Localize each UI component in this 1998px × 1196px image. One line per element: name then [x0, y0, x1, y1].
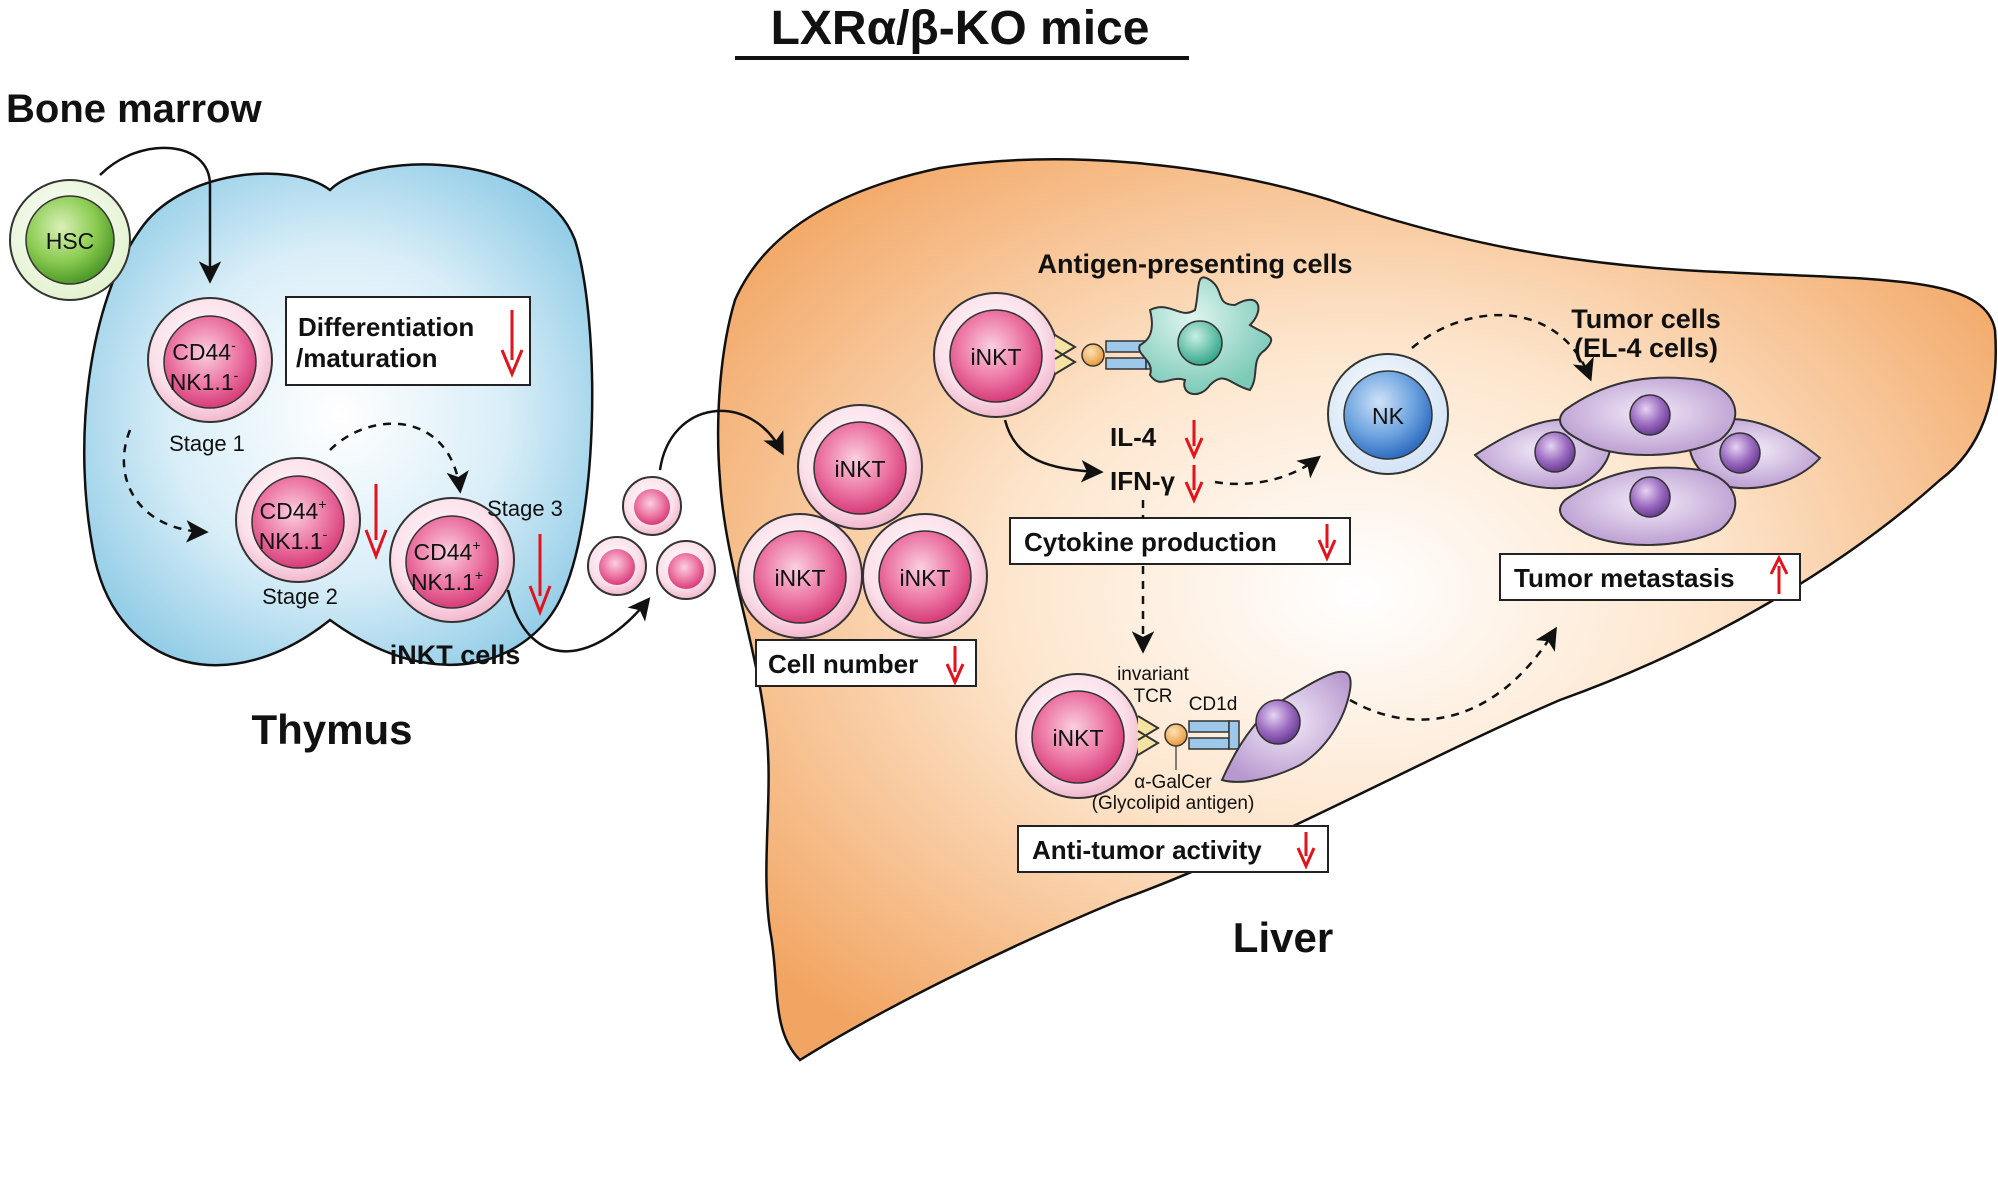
tumor-cells — [1473, 376, 1822, 546]
stage2-marker2: NK1.1 — [259, 528, 323, 554]
arrow-nk-to-tumor — [1411, 313, 1594, 382]
cytokine-box: Cytokine production — [1009, 517, 1351, 565]
svg-text:CD44+: CD44+ — [414, 537, 481, 565]
stage2-marker1: CD44 — [260, 498, 319, 524]
svg-text:NK1.1-: NK1.1- — [259, 526, 328, 554]
liver-label: Liver — [1233, 914, 1333, 961]
stage3-cell: CD44+ NK1.1+ — [389, 497, 515, 623]
inkt-apc-label: iNKT — [970, 344, 1021, 370]
stage2-decrease-arrow — [364, 484, 388, 561]
inkt-cells-label: iNKT cells — [390, 640, 521, 670]
liver-inkt-label-left: iNKT — [774, 565, 825, 591]
liver-inkt-cell-right: iNKT — [862, 513, 988, 639]
diagram-title: LXRα/β-KO mice — [771, 2, 1150, 55]
inkt-tumor-label: iNKT — [1052, 725, 1103, 751]
cell-number-box: Cell number — [755, 639, 977, 687]
arrow-thymus-to-circulation — [506, 589, 651, 653]
stage2-label: Stage 2 — [262, 584, 338, 609]
metastasis-label: Tumor metastasis — [1514, 563, 1735, 593]
hsc-label: HSC — [46, 228, 95, 254]
liver-inkt-cell-top: iNKT — [797, 404, 923, 530]
il4-decrease-arrow — [1184, 420, 1204, 460]
stage1-marker1: CD44 — [172, 339, 231, 365]
liver-inkt-label-right: iNKT — [899, 565, 950, 591]
thymus-organ — [83, 163, 594, 667]
stage1-sup2: - — [234, 367, 239, 383]
arrow-stage2-to-stage3 — [329, 422, 469, 494]
target-tumor-cell — [1220, 670, 1352, 783]
stage2-cell: CD44+ NK1.1- — [235, 457, 361, 583]
stage2-sup2: - — [323, 526, 328, 542]
anti-tumor-box: Anti-tumor activity — [1017, 825, 1329, 873]
stage3-sup2: + — [475, 567, 483, 583]
maturation-label: /maturation — [296, 343, 438, 373]
cell-number-label: Cell number — [768, 649, 918, 679]
stage3-sup1: + — [472, 537, 480, 553]
arrow-activity-to-metastasis — [1349, 626, 1557, 721]
liver-inkt-cell-left: iNKT — [737, 513, 863, 639]
differentiation-box: Differentiation /maturation — [285, 296, 531, 386]
differentiation-label: Differentiation — [298, 312, 474, 342]
stage3-decrease-arrow — [528, 534, 552, 617]
tumor-title-line2: (EL-4 cells) — [1574, 333, 1718, 363]
arrow-hsc-to-thymus — [99, 146, 222, 284]
inkt-tumor-cell: iNKT — [1015, 673, 1141, 799]
tcr-label: TCR — [1133, 686, 1172, 707]
svg-text:CD44+: CD44+ — [260, 496, 327, 524]
tcr-complex-lower — [1137, 715, 1240, 770]
migrating-cells — [587, 476, 716, 600]
arrow-stage1-to-stage2 — [122, 429, 209, 543]
nk-label: NK — [1372, 403, 1405, 429]
galcer-label: α-GalCer — [1134, 772, 1212, 793]
arrow-ifng-to-nk — [1214, 455, 1321, 486]
bone-marrow-label: Bone marrow — [6, 87, 262, 131]
invariant-label: invariant — [1117, 664, 1190, 685]
stage2-sup1: + — [318, 496, 326, 512]
glycolipid-label: (Glycolipid antigen) — [1092, 793, 1255, 814]
stage3-marker2: NK1.1 — [411, 569, 475, 595]
svg-text:NK1.1-: NK1.1- — [170, 367, 239, 395]
liver-inkt-label-top: iNKT — [834, 456, 885, 482]
stage1-marker2: NK1.1 — [170, 369, 234, 395]
stage1-label: Stage 1 — [169, 431, 245, 456]
nk-cell: NK — [1327, 353, 1449, 475]
anti-tumor-label: Anti-tumor activity — [1032, 835, 1262, 865]
thymus-label: Thymus — [251, 706, 412, 753]
stage1-cell: CD44- NK1.1- — [147, 297, 273, 423]
ifng-decrease-arrow — [1184, 465, 1204, 504]
metastasis-box: Tumor metastasis — [1499, 553, 1801, 601]
svg-text:CD44-: CD44- — [172, 337, 236, 365]
cytokine-label: Cytokine production — [1024, 527, 1277, 557]
svg-text:NK1.1+: NK1.1+ — [411, 567, 483, 595]
stage3-marker1: CD44 — [414, 539, 473, 565]
inkt-apc-cell: iNKT — [933, 292, 1059, 418]
tumor-title-line1: Tumor cells — [1571, 304, 1721, 334]
cd1d-label: CD1d — [1189, 694, 1238, 715]
antigen-presenting-cell — [1138, 276, 1273, 395]
apc-title: Antigen-presenting cells — [1037, 249, 1352, 279]
arrow-inkt-to-cytokines — [1003, 419, 1104, 483]
arrow-circulation-to-liver — [658, 409, 784, 471]
il4-label: IL-4 — [1110, 422, 1157, 452]
stage1-sup1: - — [231, 337, 236, 353]
stage3-label: Stage 3 — [487, 496, 563, 521]
hsc-cell: HSC — [9, 179, 131, 301]
ifng-label: IFN-γ — [1110, 466, 1176, 496]
